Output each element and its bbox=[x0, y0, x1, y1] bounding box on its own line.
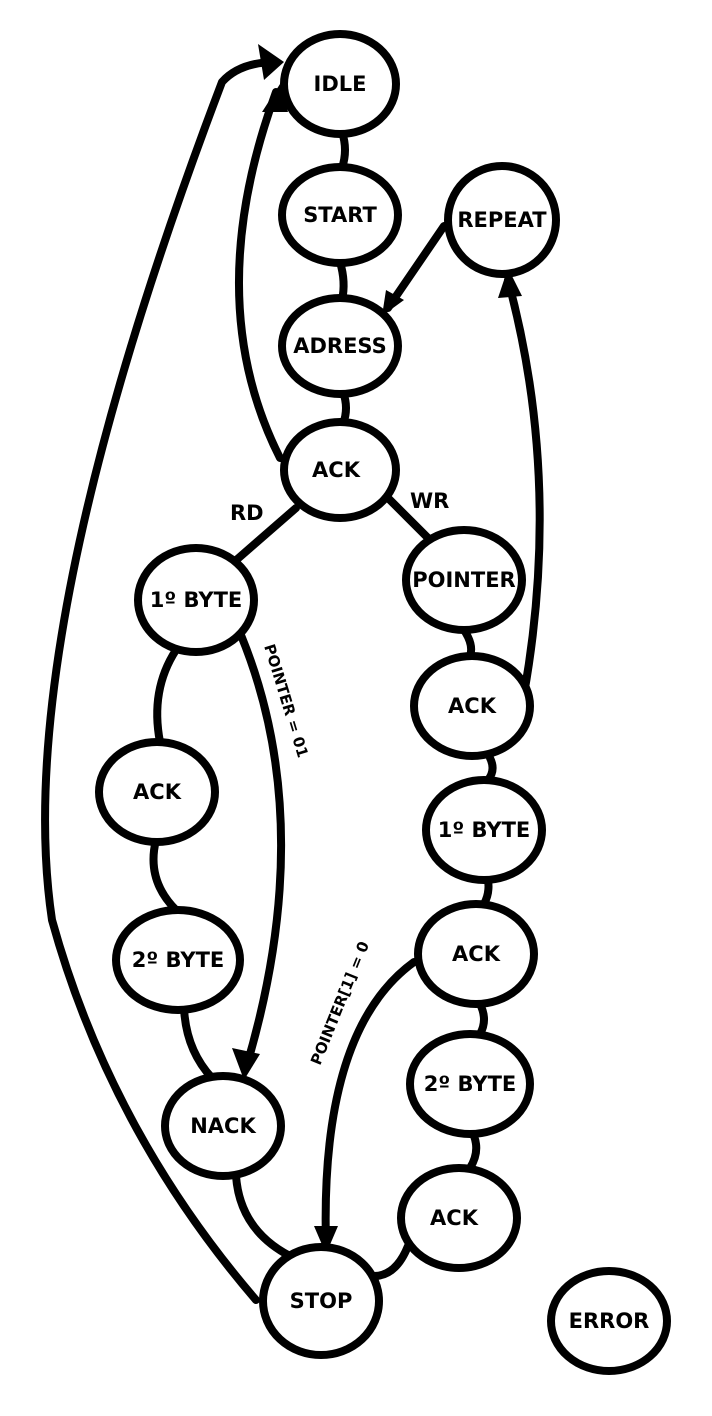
arrowheads bbox=[232, 44, 522, 1254]
edge-byte1-ack-rd bbox=[153, 646, 180, 746]
arrowhead-pointer10-stop bbox=[314, 1226, 338, 1254]
edge-stop-idle bbox=[41, 58, 280, 1304]
edge-repeat-adress bbox=[384, 222, 448, 312]
state-ack-wr-2: ACK bbox=[414, 900, 538, 1008]
state-adress: ADRESS bbox=[278, 294, 402, 398]
state-label-idle: IDLE bbox=[314, 72, 367, 96]
state-label-byte2-rd: 2º BYTE bbox=[132, 948, 225, 972]
edge-ackwr-repeat bbox=[504, 276, 544, 698]
edge-ack-pointer bbox=[384, 494, 434, 544]
edge-ackwr-stop bbox=[370, 1242, 412, 1280]
state-label-stop: STOP bbox=[290, 1289, 353, 1313]
state-label-ack-wr-1: ACK bbox=[448, 694, 497, 718]
state-ack-main: ACK bbox=[280, 418, 400, 522]
edge-ack-byte1-rd bbox=[230, 504, 300, 566]
state-ack-rd-1: ACK bbox=[95, 738, 219, 846]
edge-byte2-nack bbox=[180, 1004, 216, 1082]
transition-label-pointer-01: POINTER = 01 bbox=[260, 642, 312, 760]
state-nack: NACK bbox=[161, 1072, 285, 1180]
edge-ack-idle bbox=[235, 88, 284, 462]
transition-label-pointer-1-0: POINTER[1] = 0 bbox=[307, 939, 373, 1068]
state-label-ack-main: ACK bbox=[312, 458, 361, 482]
edge-ackwr-stop-pointer10 bbox=[321, 958, 418, 1248]
arrowhead-byte1-nack bbox=[232, 1048, 260, 1080]
arrowhead-repeat-adress bbox=[382, 290, 404, 316]
edge-ack-byte2-rd bbox=[149, 836, 180, 914]
state-idle: IDLE bbox=[280, 30, 400, 138]
state-byte1-wr: 1º BYTE bbox=[422, 776, 546, 884]
state-byte1-rd: 1º BYTE bbox=[134, 544, 258, 656]
state-repeat: REPEAT bbox=[444, 162, 560, 278]
state-label-ack-wr-2: ACK bbox=[452, 942, 501, 966]
state-start: START bbox=[278, 163, 402, 267]
state-label-start: START bbox=[303, 203, 377, 227]
state-label-repeat: REPEAT bbox=[457, 208, 547, 232]
state-ack-wr-1: ACK bbox=[410, 652, 534, 760]
state-label-byte1-rd: 1º BYTE bbox=[150, 588, 243, 612]
state-label-byte2-wr: 2º BYTE bbox=[424, 1072, 517, 1096]
edge-nack-stop bbox=[232, 1172, 294, 1260]
state-label-pointer: POINTER bbox=[412, 568, 515, 592]
state-byte2-rd: 2º BYTE bbox=[112, 906, 244, 1014]
state-label-nack: NACK bbox=[190, 1114, 256, 1138]
state-stop: STOP bbox=[259, 1243, 383, 1359]
state-label-error: ERROR bbox=[569, 1309, 650, 1333]
state-label-byte1-wr: 1º BYTE bbox=[438, 818, 531, 842]
state-pointer: POINTER bbox=[402, 526, 526, 634]
arrowhead-ackwr-repeat bbox=[498, 268, 522, 298]
state-byte2-wr: 2º BYTE bbox=[406, 1030, 534, 1138]
state-label-adress: ADRESS bbox=[293, 334, 387, 358]
transition-label-rd: RD bbox=[230, 501, 264, 525]
edge-byte1-nack-pointer01 bbox=[234, 624, 286, 1072]
edge-ackwr-byte2-wr bbox=[476, 1000, 488, 1038]
transition-label-wr: WR bbox=[410, 489, 449, 513]
arrowhead-stop-idle bbox=[258, 44, 284, 80]
state-label-ack-rd-1: ACK bbox=[133, 780, 182, 804]
edge-byte2wr-ack-wr bbox=[466, 1132, 481, 1172]
state-error: ERROR bbox=[547, 1267, 671, 1375]
state-label-ack-wr-3: ACK bbox=[430, 1206, 479, 1230]
state-ack-wr-3: ACK bbox=[397, 1164, 521, 1272]
